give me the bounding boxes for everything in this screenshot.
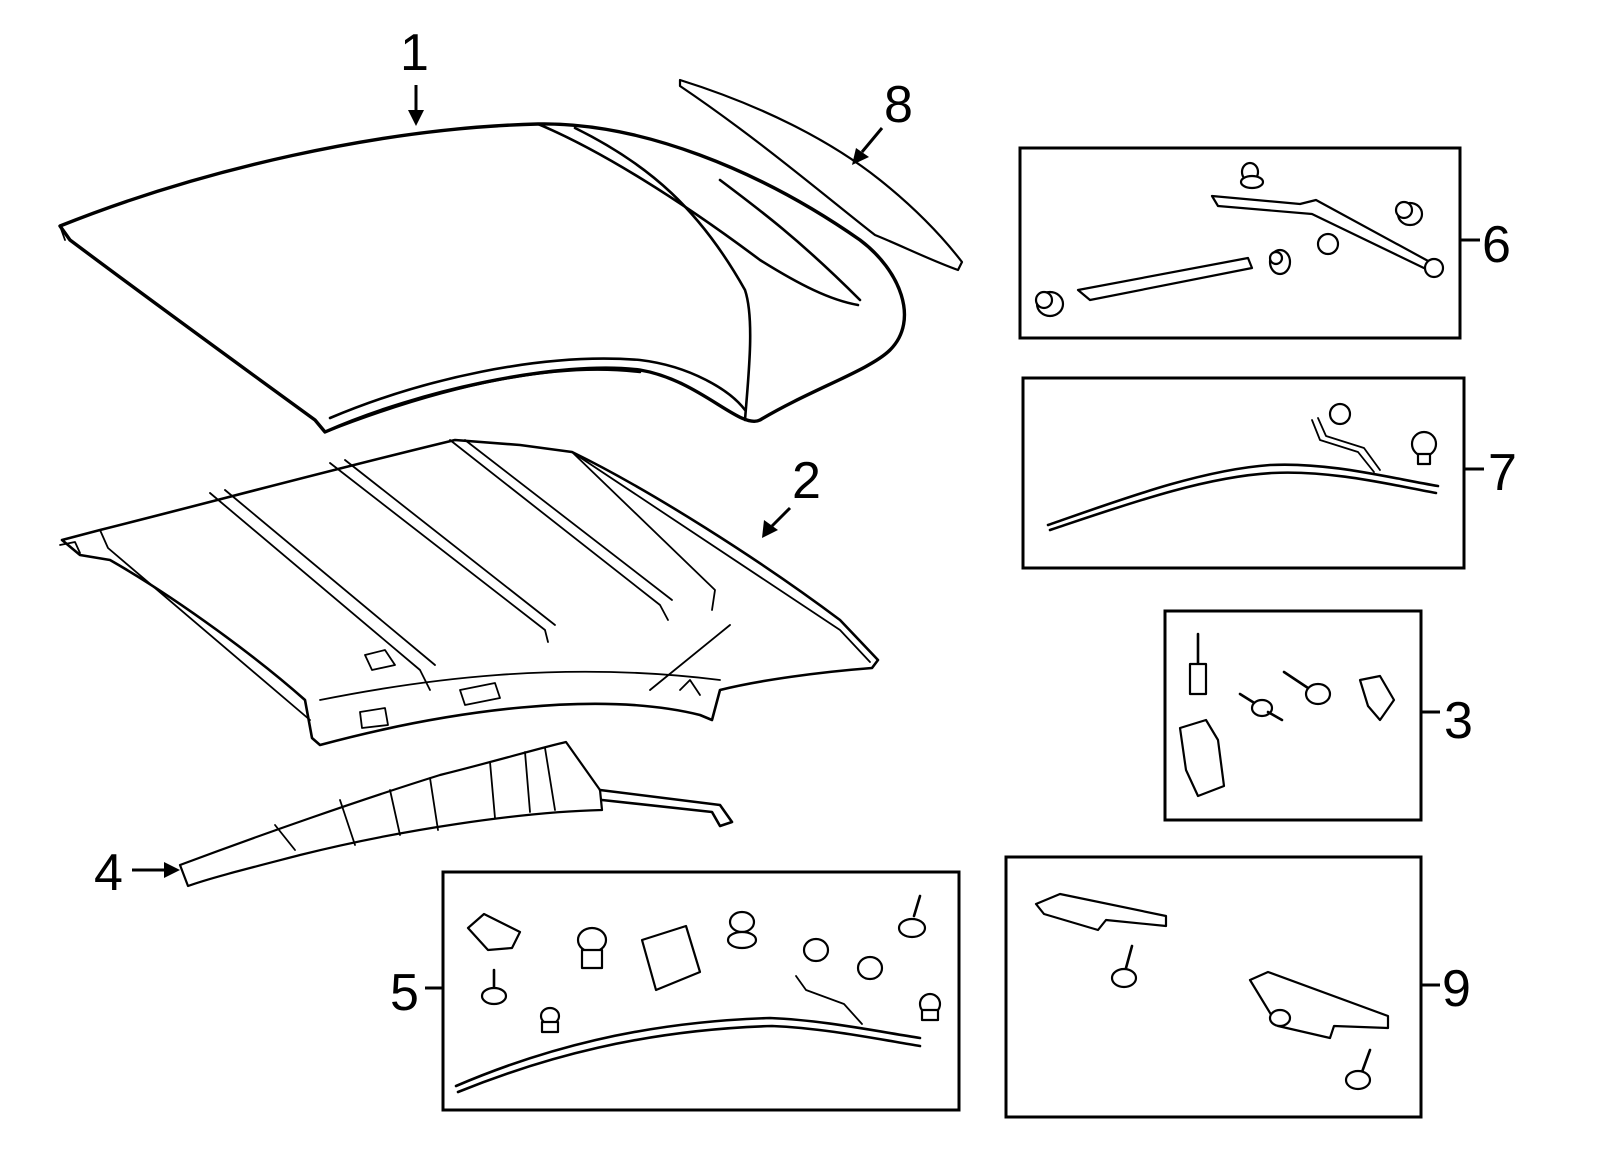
rivet-icon <box>1282 670 1332 706</box>
callout-leader-8 <box>852 127 884 165</box>
weatherstrip-part-8[interactable] <box>678 78 964 272</box>
clip-icon <box>1316 232 1340 256</box>
callout-2: 2 <box>792 452 821 510</box>
callout-1: 1 <box>400 24 429 82</box>
callout-4: 4 <box>94 844 123 902</box>
rivet-icon <box>1238 692 1284 722</box>
bracket-icon <box>1358 674 1396 722</box>
callout-9: 9 <box>1442 960 1471 1018</box>
push-pin-icon <box>726 910 758 950</box>
parts-box-3[interactable] <box>1163 609 1423 822</box>
callout-7: 7 <box>1488 444 1517 502</box>
screw-icon <box>480 968 508 1006</box>
bracket-icon <box>1248 970 1390 1040</box>
screw-icon <box>897 894 927 939</box>
screw-icon <box>1110 944 1138 989</box>
clip-icon <box>856 955 884 981</box>
clip-icon <box>918 992 942 1022</box>
callout-6: 6 <box>1482 216 1511 274</box>
headliner-frame-part-2[interactable] <box>59 438 880 747</box>
callout-8: 8 <box>884 76 913 134</box>
callout-3: 3 <box>1444 692 1473 750</box>
clip-icon <box>1394 200 1424 227</box>
clip-icon <box>1268 248 1292 276</box>
callout-5: 5 <box>390 964 419 1022</box>
retainer-icon <box>1178 718 1226 798</box>
clip-icon <box>1034 290 1065 318</box>
clip-icon <box>1328 402 1352 426</box>
clip-icon <box>1410 430 1438 466</box>
callout-leader-4 <box>132 862 180 878</box>
parts-box-5[interactable] <box>441 870 961 1112</box>
callout-leader-2 <box>762 506 792 538</box>
clip-icon <box>802 937 830 963</box>
rivet-icon <box>1188 632 1208 696</box>
clip-icon <box>1239 161 1265 190</box>
callout-leader-1 <box>408 85 424 126</box>
parts-box-9[interactable] <box>1004 855 1423 1119</box>
clip-nut-icon <box>466 912 522 952</box>
parts-box-7[interactable] <box>1021 376 1466 570</box>
parts-box-6[interactable] <box>1018 146 1462 340</box>
roof-panel-part-1[interactable] <box>58 122 907 434</box>
trim-panel-part-4[interactable] <box>178 740 734 888</box>
push-pin-icon <box>576 926 608 970</box>
pad-icon <box>640 924 702 992</box>
bracket-icon <box>1034 892 1168 932</box>
clip-icon <box>539 1006 561 1034</box>
screw-icon <box>1344 1048 1372 1091</box>
